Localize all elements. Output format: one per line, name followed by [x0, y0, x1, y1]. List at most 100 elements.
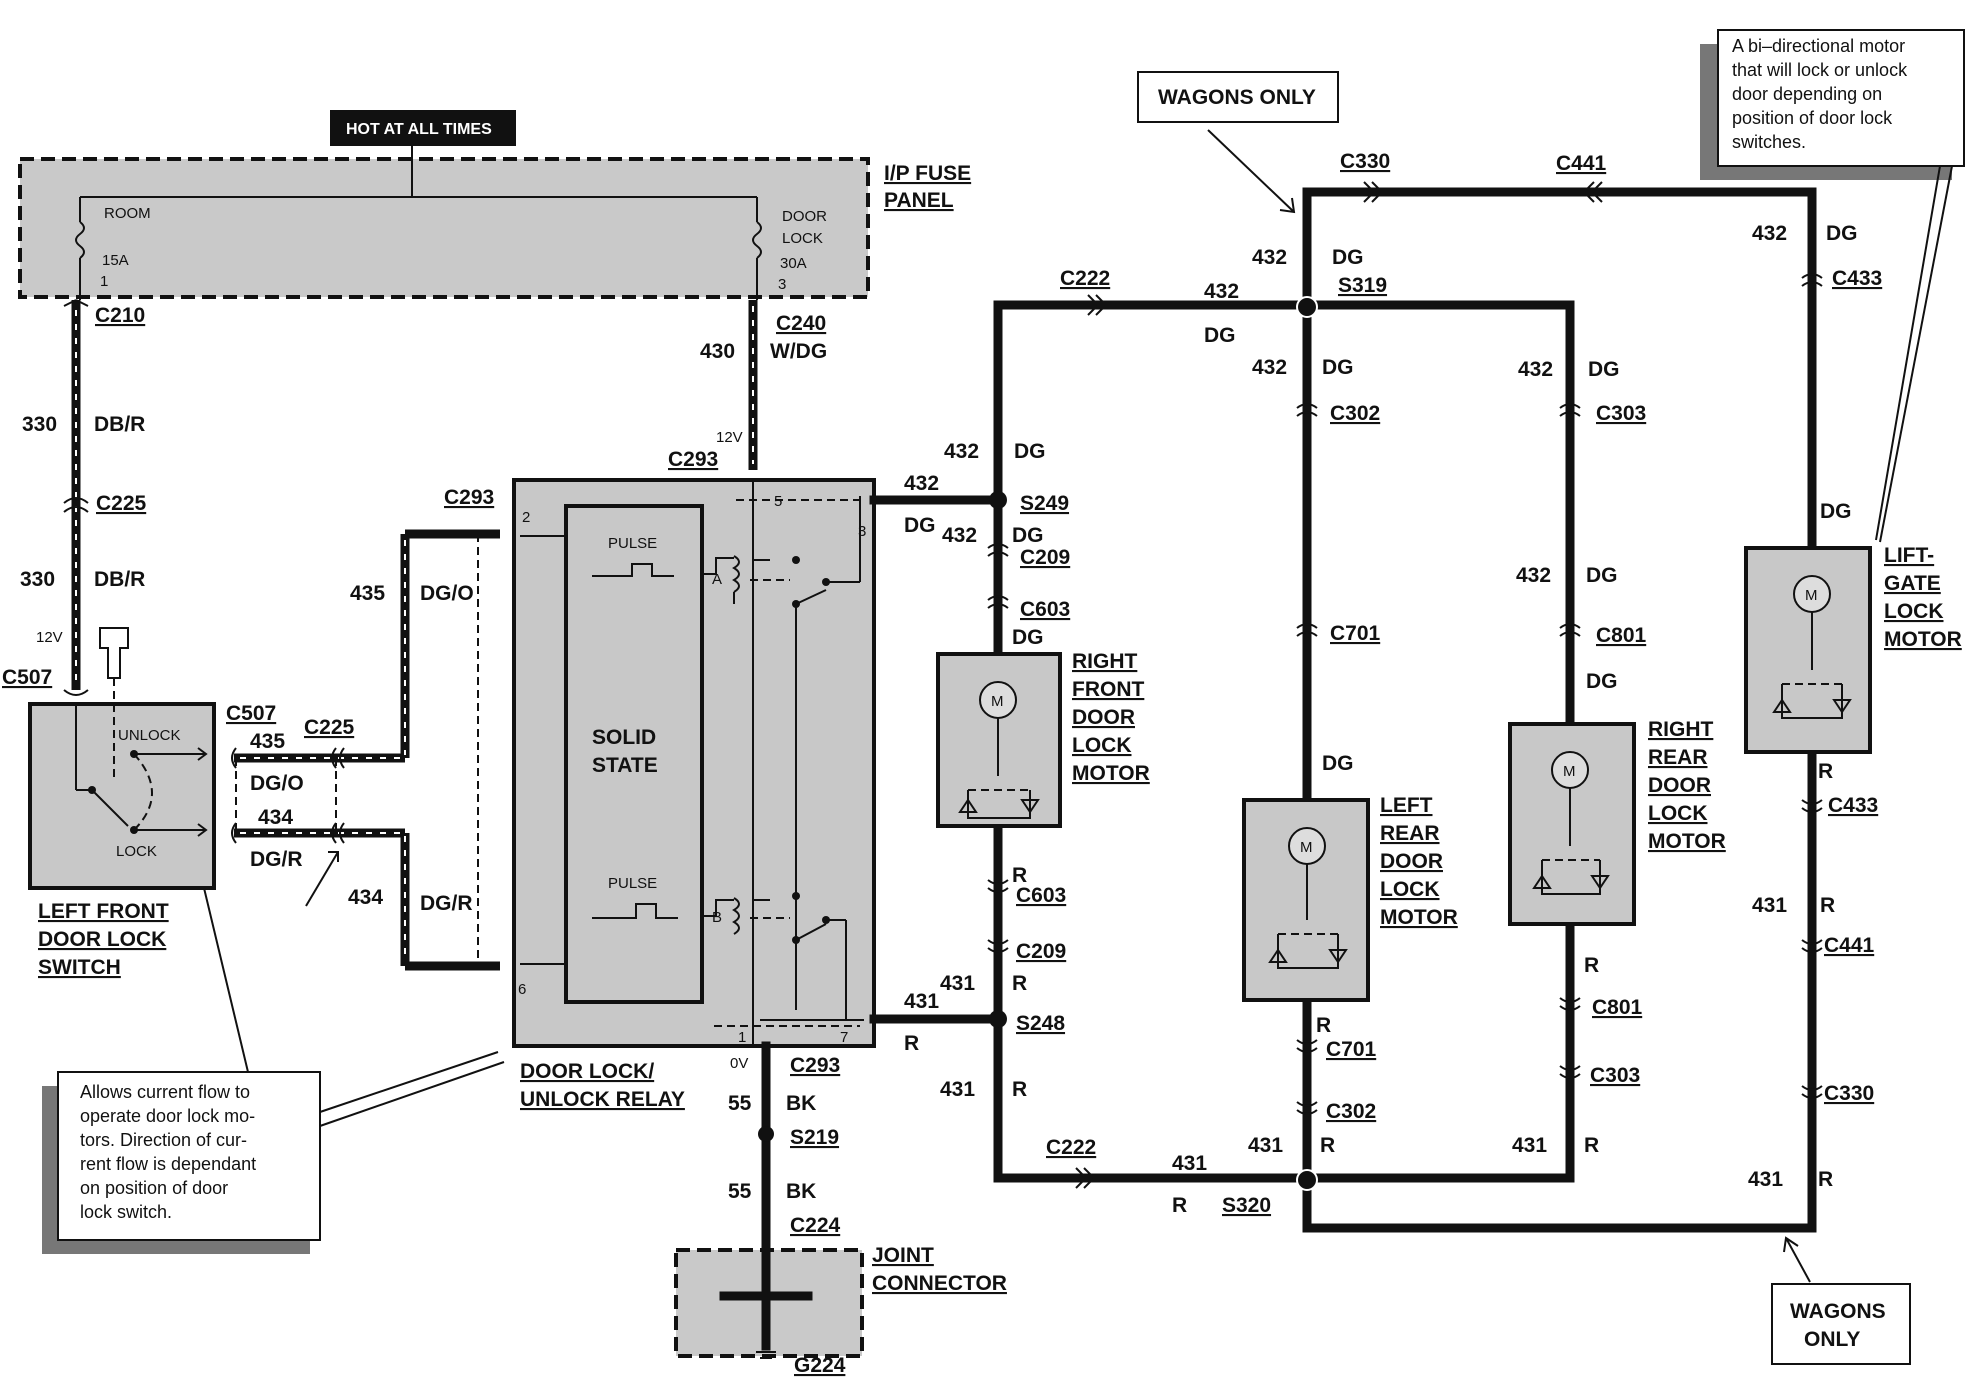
motor-note-line-2: that will lock or unlock [1732, 60, 1908, 80]
wagons-only-bottom-label-1: WAGONS [1790, 1300, 1886, 1323]
c303a-label: C303 [1596, 402, 1646, 425]
motor-note-line-3: door depending on [1732, 84, 1882, 104]
svg-text:DG: DG [1588, 358, 1620, 381]
w434b-label: 434 [348, 886, 383, 909]
hot-at-all-times-label: HOT AT ALL TIMES [346, 121, 492, 138]
ip-fuse-panel-label-1: I/P FUSE [884, 162, 971, 185]
ip-fuse-panel [18, 157, 870, 299]
w55a-label: 55 [728, 1092, 752, 1115]
svg-text:432: 432 [1252, 356, 1287, 379]
dgob-label: DG/O [420, 582, 474, 605]
motor-note-line-1: A bi–directional motor [1732, 36, 1905, 56]
lg-motor-label-3: LOCK [1884, 600, 1944, 623]
s320-label: S320 [1222, 1194, 1271, 1217]
c222b-label: C222 [1046, 1136, 1096, 1159]
svg-text:DG: DG [1586, 670, 1618, 693]
w55b-label: 55 [728, 1180, 752, 1203]
right-rear-door-lock-motor: M [1508, 722, 1636, 926]
dgrb-label: DG/R [420, 892, 473, 915]
joint-label-2: CONNECTOR [872, 1272, 1007, 1295]
lg-motor-label-2: GATE [1884, 572, 1941, 595]
c441a-label: C441 [1556, 152, 1607, 175]
svg-text:432: 432 [1752, 222, 1787, 245]
rr-motor-label-5: MOTOR [1648, 830, 1726, 853]
svg-text:431: 431 [940, 1078, 975, 1101]
v0-label: 0V [730, 1055, 748, 1072]
s219-label: S219 [790, 1126, 839, 1149]
relay-pin-3: 3 [858, 523, 866, 540]
svg-text:R: R [1012, 1078, 1027, 1101]
c701b-label: C701 [1326, 1038, 1377, 1061]
svg-text:R: R [1818, 1168, 1833, 1191]
lock-label: LOCK [116, 843, 157, 860]
switch-note-line-5: on position of door [80, 1178, 228, 1198]
svg-text:R: R [1584, 954, 1599, 977]
switch-note-box [57, 1071, 321, 1241]
w435b-label: 435 [350, 582, 385, 605]
relay-out-431: 431 [904, 990, 939, 1013]
svg-text:431: 431 [1752, 894, 1787, 917]
bka-label: BK [786, 1092, 816, 1115]
room-fuse-label: ROOM [104, 205, 151, 222]
s248-label: S248 [1016, 1012, 1065, 1035]
c293b-label: C293 [668, 448, 718, 471]
connector-marks [987, 181, 1823, 1189]
c330b-label: C330 [1824, 1082, 1874, 1105]
lr-motor-label-4: LOCK [1380, 878, 1440, 901]
rf-motor-label-2: FRONT [1072, 678, 1144, 701]
bkb-label: BK [786, 1180, 816, 1203]
c603a-label: C603 [1020, 598, 1070, 621]
pulse-label-top: PULSE [608, 535, 657, 552]
svg-text:432: 432 [1518, 358, 1553, 381]
switch-note-line-1: Allows current flow to [80, 1082, 250, 1102]
g224-label: G224 [794, 1354, 846, 1377]
svg-text:432: 432 [1516, 564, 1551, 587]
door-lock-fuse-label-1: DOOR [782, 208, 827, 225]
s249-label: S249 [1020, 492, 1069, 515]
motor-note-line-4: position of door lock [1732, 108, 1893, 128]
pin-3-label: 3 [778, 276, 786, 293]
rf-motor-label-3: DOOR [1072, 706, 1135, 729]
c603b-label: C603 [1016, 884, 1066, 907]
svg-text:432: 432 [942, 524, 977, 547]
svg-text:R: R [1172, 1194, 1187, 1217]
svg-text:R: R [1012, 972, 1027, 995]
rf-motor-label-1: RIGHT [1072, 650, 1138, 673]
svg-text:R: R [1012, 864, 1027, 887]
wdg-label: W/DG [770, 340, 827, 363]
switch-note-line-3: tors. Direction of cur- [80, 1130, 247, 1150]
relay-pin-2: 2 [522, 509, 530, 526]
lf-switch-label-3: SWITCH [38, 956, 121, 979]
lr-motor-label-5: MOTOR [1380, 906, 1458, 929]
c293a-label: C293 [444, 486, 494, 509]
svg-text:DG: DG [1322, 356, 1354, 379]
svg-text:R: R [1820, 894, 1835, 917]
fuse-30a-label: 30A [780, 255, 807, 272]
c433a-label: C433 [1832, 267, 1882, 290]
motor-note-line-5: switches. [1732, 132, 1806, 152]
c302b-label: C302 [1326, 1100, 1376, 1123]
s319-label: S319 [1338, 274, 1387, 297]
relay-out-r: R [904, 1032, 919, 1055]
solid-state-label-2: STATE [592, 754, 658, 777]
wagons-only-bottom-label-2: ONLY [1804, 1328, 1860, 1351]
svg-text:DG: DG [1012, 524, 1044, 547]
rr-motor-label-2: REAR [1648, 746, 1708, 769]
svg-text:DG: DG [1012, 626, 1044, 649]
rf-motor-label-4: LOCK [1072, 734, 1132, 757]
coil-a-label: A [712, 571, 722, 588]
c330a-label: C330 [1340, 150, 1390, 173]
c209a-label: C209 [1020, 546, 1070, 569]
wagons-only-top-label: WAGONS ONLY [1158, 86, 1316, 109]
svg-text:R: R [1818, 760, 1833, 783]
svg-text:431: 431 [1248, 1134, 1283, 1157]
relay-out-dg: DG [904, 514, 936, 537]
lr-motor-label-3: DOOR [1380, 850, 1443, 873]
svg-text:DG: DG [1332, 246, 1364, 269]
svg-text:DG: DG [1322, 752, 1354, 775]
svg-text:431: 431 [1172, 1152, 1207, 1175]
svg-text:M: M [1563, 763, 1576, 780]
w330a-label: 330 [22, 413, 57, 436]
c240-label: C240 [776, 312, 826, 335]
svg-text:DG: DG [1014, 440, 1046, 463]
